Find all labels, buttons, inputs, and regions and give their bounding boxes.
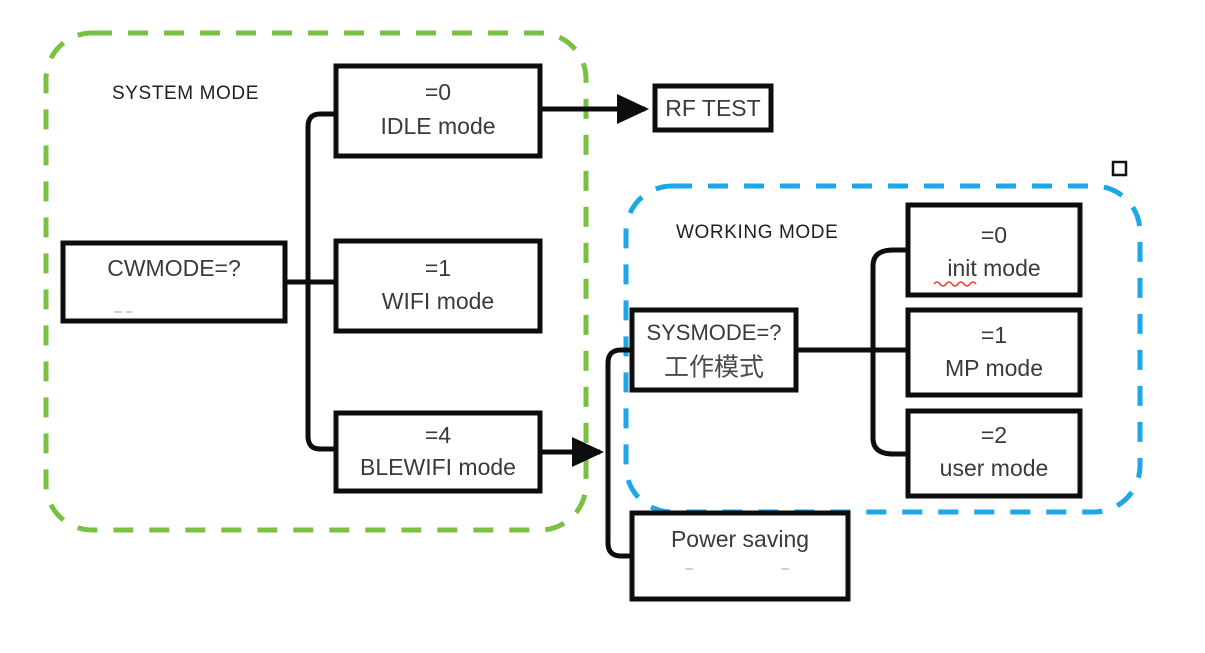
node-label-line-1: CWMODE=? <box>107 255 241 281</box>
node-label-line-2-cjk: 工作模式 <box>664 354 764 382</box>
node-label-line-1: RF TEST <box>665 95 760 121</box>
node-rf-test[interactable]: RF TEST <box>652 83 774 133</box>
node-label-line-2: BLEWIFI mode <box>360 454 516 480</box>
node-box <box>629 307 799 393</box>
node-cwmode-query[interactable]: CWMODE=? <box>60 240 288 324</box>
node-label-line-2: init mode <box>947 255 1040 281</box>
node-label-line-1: =4 <box>425 422 451 448</box>
group-label-working-mode: WORKING MODE <box>676 222 838 243</box>
node-sysmode-query[interactable]: SYSMODE=? 工作模式 <box>629 307 799 393</box>
connector-working-branch-spine <box>605 347 632 559</box>
node-box <box>333 410 543 494</box>
node-label-line-1: =2 <box>981 422 1007 448</box>
node-wifi-mode[interactable]: =1 WIFI mode <box>333 238 543 334</box>
node-blewifi-mode[interactable]: =4 BLEWIFI mode <box>333 410 543 494</box>
node-user-mode[interactable]: =2 user mode <box>905 408 1083 499</box>
spellcheck-underline-icon <box>933 281 977 287</box>
node-idle-mode[interactable]: =0 IDLE mode <box>333 63 543 159</box>
group-border-system-mode <box>43 30 589 533</box>
node-box <box>905 307 1083 398</box>
node-label-line-1: SYSMODE=? <box>646 320 781 345</box>
node-label-line-2: MP mode <box>945 355 1043 381</box>
node-label-line-1: Power saving <box>671 526 809 552</box>
node-label-line-2: WIFI mode <box>382 288 494 314</box>
node-power-saving[interactable]: Power saving <box>629 510 851 602</box>
node-box <box>652 83 774 133</box>
corner-square-icon <box>1111 160 1128 177</box>
node-label-line-1: =1 <box>981 322 1007 348</box>
node-label-line-2: IDLE mode <box>380 113 495 139</box>
group-label-system-mode: SYSTEM MODE <box>112 83 259 104</box>
node-box <box>905 408 1083 499</box>
node-box <box>60 240 288 324</box>
node-mp-mode[interactable]: =1 MP mode <box>905 307 1083 398</box>
node-box <box>333 63 543 159</box>
node-box <box>905 202 1083 298</box>
node-box <box>629 510 851 602</box>
node-label-line-1: =0 <box>425 79 451 105</box>
node-init-mode[interactable]: =0 init mode <box>905 202 1083 298</box>
node-box <box>333 238 543 334</box>
node-label-line-1: =1 <box>425 255 451 281</box>
node-label-line-1: =0 <box>981 222 1007 248</box>
node-label-line-2: user mode <box>940 455 1049 481</box>
